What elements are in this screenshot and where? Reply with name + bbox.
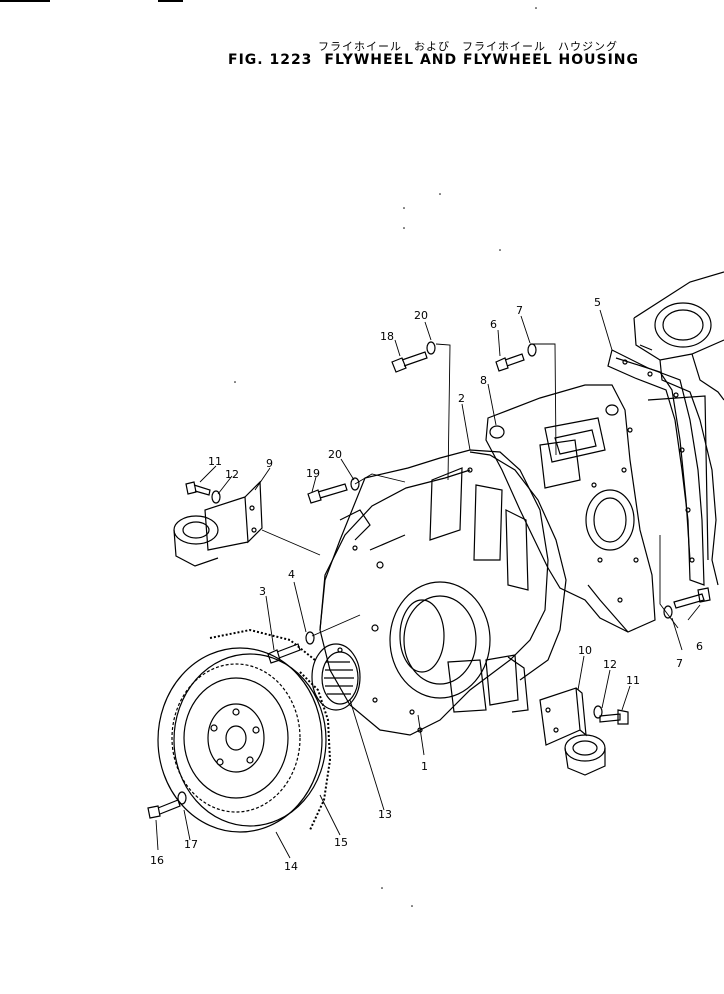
callout-16: 16 — [150, 854, 164, 867]
callout-15: 15 — [334, 836, 348, 849]
leader-lines — [155, 309, 701, 859]
callout-13: 13 — [378, 808, 392, 821]
callout-3: 3 — [259, 585, 266, 598]
flywheel — [157, 628, 332, 833]
bolt-16 — [147, 799, 181, 819]
engine-block — [633, 271, 724, 586]
callout-7-right: 7 — [676, 657, 683, 670]
gasket — [607, 349, 705, 586]
callout-6-top: 6 — [490, 318, 497, 331]
bolt-11-right — [599, 709, 629, 725]
callout-14: 14 — [284, 860, 298, 873]
bolt-19 — [307, 483, 348, 504]
callout-20-mid: 20 — [328, 448, 342, 461]
ring — [311, 643, 361, 711]
callout-11-left: 11 — [208, 455, 222, 468]
callout-11-right: 11 — [626, 674, 640, 687]
callout-6-right: 6 — [696, 640, 703, 653]
callout-20-top: 20 — [414, 309, 428, 322]
title-english: FIG. 1223 FLYWHEEL AND FLYWHEEL HOUSING — [228, 52, 639, 68]
figure-number: FIG. 1223 — [228, 52, 313, 68]
callout-12-right: 12 — [603, 658, 617, 671]
callout-18: 18 — [380, 330, 394, 343]
flywheel-housing — [319, 449, 567, 736]
callout-1: 1 — [421, 760, 428, 773]
callout-12-left: 12 — [225, 468, 239, 481]
callout-17: 17 — [184, 838, 198, 851]
callout-5: 5 — [594, 296, 601, 309]
mounting-bracket-left — [173, 480, 263, 567]
washers — [177, 341, 673, 805]
callout-10: 10 — [578, 644, 592, 657]
callout-7-top: 7 — [516, 304, 523, 317]
callout-19: 19 — [306, 467, 320, 480]
figure-title: FLYWHEEL AND FLYWHEEL HOUSING — [324, 52, 639, 68]
bolt-11-left — [185, 481, 211, 496]
callout-4: 4 — [288, 568, 295, 581]
bolt-6-right — [673, 587, 711, 609]
mounting-bracket-right — [539, 687, 606, 776]
bolt-18 — [391, 351, 428, 373]
rear-plate — [485, 384, 656, 633]
callout-labels: 18 20 6 7 5 8 2 20 19 11 12 9 3 4 7 6 10… — [150, 296, 703, 873]
callout-9: 9 — [266, 457, 273, 470]
scan-specks — [234, 7, 537, 907]
title-japanese: フライホイール および フライホイール ハウジング — [318, 40, 618, 53]
bolt-6-top — [495, 353, 525, 372]
bolt-3 — [267, 643, 301, 664]
callout-2: 2 — [458, 392, 465, 405]
callout-8: 8 — [480, 374, 487, 387]
